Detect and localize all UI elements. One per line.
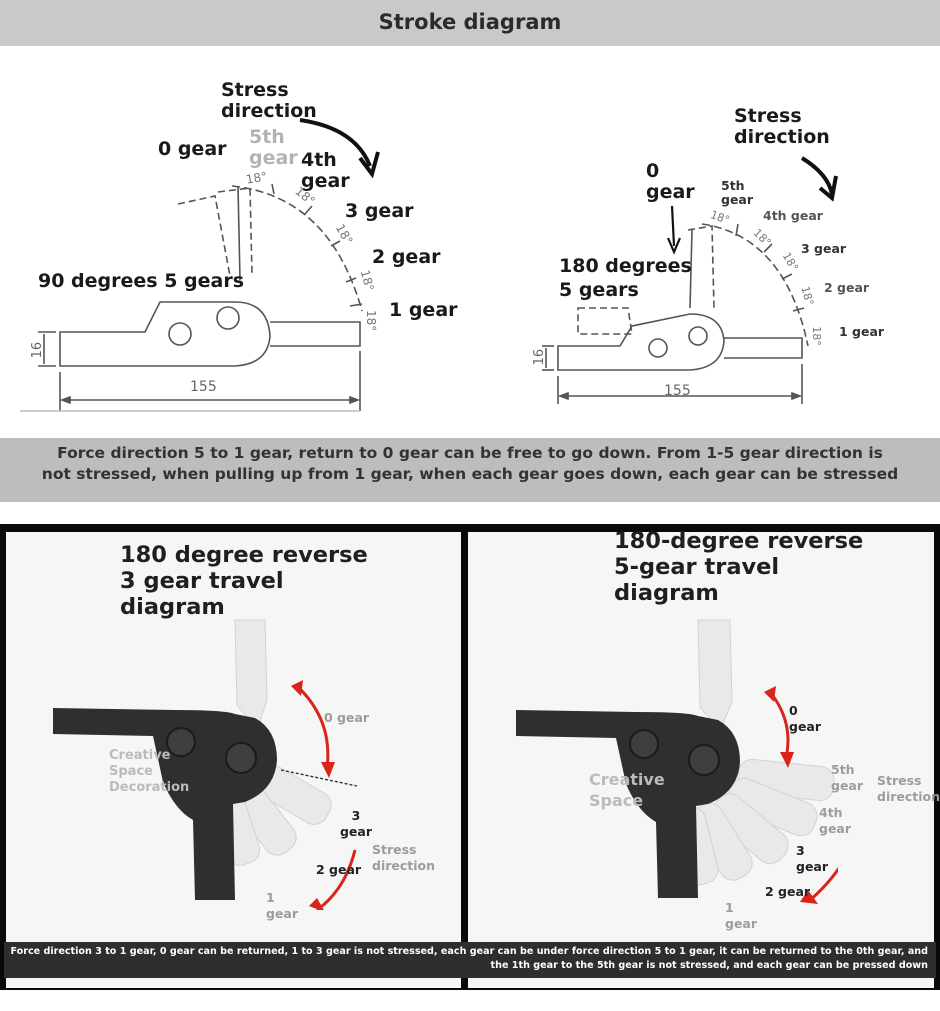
right-gear-2: 2 gear [824,280,870,295]
panel-3-gear-title: 180 degree reverse 3 gear travel diagram [120,542,368,620]
panel-5-gear-label-0: 0 gear [789,703,822,734]
left-gear-5: 5th gear [249,126,298,169]
right-diagram-caption: 180 degrees 5 gears [559,255,692,301]
left-dim-width: 155 [190,379,217,395]
bottom-caption-text: Force direction 3 to 1 gear, 0 gear can … [10,946,928,971]
left-gear-0: 0 gear [158,138,227,160]
panel-5-gear-label-3: 3 gear [796,843,829,874]
left-diagram-caption: 90 degrees 5 gears [38,270,245,292]
hinge-photo-5-gear [516,619,838,904]
right-angle-label-5: 18° [809,326,823,346]
left-gear-1: 1 gear [389,299,458,321]
right-dim-height: 16 [532,348,548,366]
right-gear-3: 3 gear [801,241,847,256]
right-dim-width: 155 [664,383,691,399]
panel-5-gear-title: 180-degree reverse 5-gear travel diagram [614,528,864,606]
left-technical-drawing [20,118,380,412]
left-angle-label-5: 18° [364,309,379,332]
header-bar: Stroke diagram [0,0,940,46]
panel-5-gear-label-2: 2 gear [765,884,811,899]
panel-5-gear-watermark: Creative Space [589,770,665,810]
right-gear-4: 4th gear [763,208,823,223]
bottom-caption-bar: Force direction 3 to 1 gear, 0 gear can … [4,942,936,978]
panel-5-gear-label-4: 4th gear [819,805,852,836]
explanation-text: Force direction 5 to 1 gear, return to 0… [41,444,899,483]
right-stress-direction: Stress direction [734,105,830,148]
right-gear-0: 0 gear [646,160,695,203]
panel-3-gear-label-0: 0 gear [324,710,370,725]
panel-5-gear-label-1: 1 gear [725,900,758,931]
left-stress-direction: Stress direction [221,79,317,122]
left-gear-2: 2 gear [372,246,441,268]
panel-3-gear-label-1: 1 gear [266,890,299,921]
panel-3-gear-label-2: 2 gear [316,862,362,877]
panel-3-gear-label-3: 3 gear [339,808,373,839]
right-gear-1: 1 gear [839,324,885,339]
panel-5-gear-stress-direction: Stress direction [877,773,940,804]
panel-3-gear-stress-direction: Stress direction [372,842,436,873]
left-dim-height: 16 [30,341,46,359]
page-title: Stroke diagram [378,10,562,34]
right-technical-drawing [542,156,838,404]
panel-3-gear-watermark: Creative Space Decoration [109,748,190,795]
right-gear-5: 5th gear [721,178,754,207]
hinge-photo-3-gear [53,619,358,910]
explanation-note: Force direction 5 to 1 gear, return to 0… [0,438,940,502]
left-gear-3: 3 gear [345,200,414,222]
left-gear-4: 4th gear [301,149,350,192]
panel-5-gear-label-5: 5th gear [831,762,864,793]
